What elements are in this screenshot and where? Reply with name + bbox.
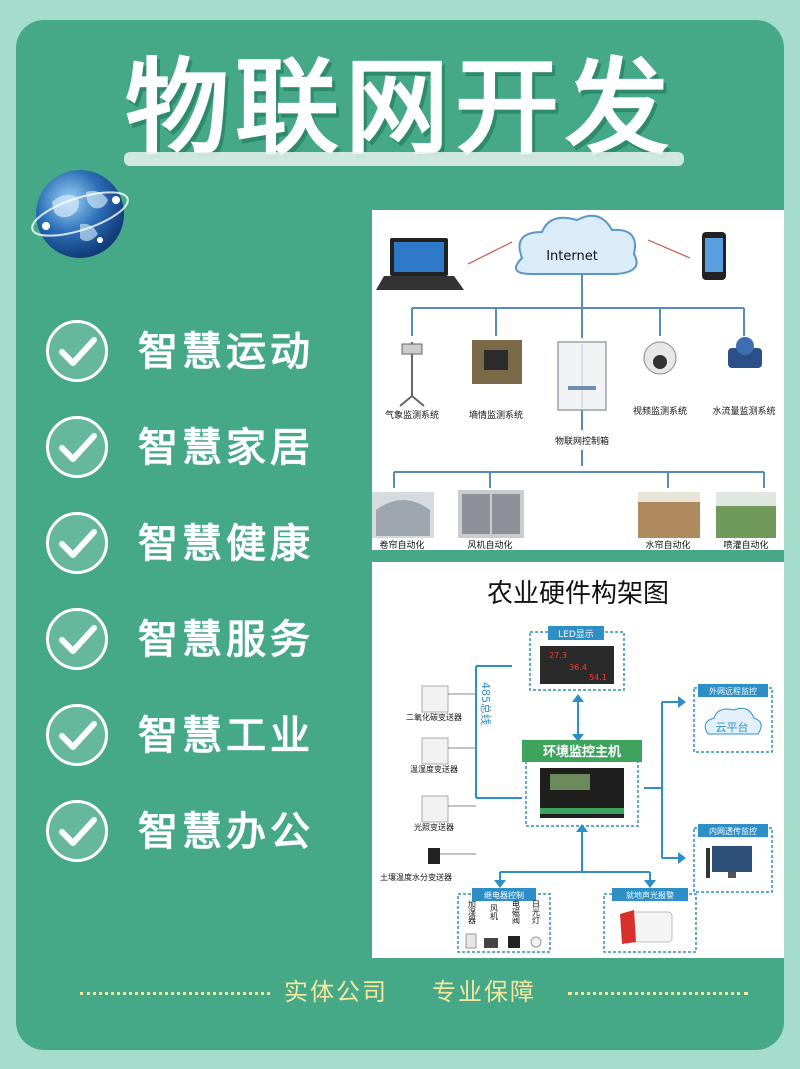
- intranet-label: 内网透传监控: [709, 826, 757, 836]
- title-underline: [124, 152, 684, 166]
- feature-item: 智慧运动: [46, 320, 366, 390]
- sensor-icon: [421, 737, 476, 765]
- automation-label: 卷帘自动化: [379, 539, 424, 550]
- feature-item: 智慧工业: [46, 704, 366, 774]
- feature-label: 智慧工业: [138, 713, 314, 759]
- globe-icon: [31, 170, 129, 258]
- feature-item: 智慧健康: [46, 512, 366, 582]
- check-icon: [46, 512, 108, 574]
- hardware-diagram: 农业硬件构架图 LED显示 27.3 36.4 54.1 485总线: [380, 579, 773, 953]
- alarm-icon: [620, 910, 673, 944]
- fan-icon: [458, 490, 524, 538]
- feature-label: 智慧办公: [138, 809, 314, 855]
- footer-right-text: 专业保障: [432, 978, 536, 1006]
- feature-label: 智慧健康: [138, 521, 314, 567]
- flow-meter-icon: [728, 337, 762, 368]
- laptop-icon: [376, 238, 464, 290]
- footer-divider: [568, 992, 748, 995]
- alarm-label: 就地声光报警: [626, 890, 674, 900]
- relay-item: 电磁阀: [512, 899, 521, 925]
- relay-label: 继电器控制: [484, 890, 524, 900]
- network-diagram: Internet: [372, 214, 776, 551]
- automation-label: 风机自动化: [467, 539, 512, 550]
- check-icon: [46, 704, 108, 766]
- internet-cloud-icon: [514, 214, 638, 275]
- feature-label: 智慧服务: [138, 617, 314, 663]
- system-label: 视频监测系统: [633, 405, 687, 417]
- soil-sensor-icon: [472, 340, 522, 384]
- sensor-icon: [421, 685, 476, 713]
- relay-item: 加湿器: [468, 899, 477, 925]
- controller-label: 物联网控制箱: [555, 435, 609, 447]
- led-value: 54.1: [589, 673, 607, 682]
- bus-label: 485总线: [479, 682, 493, 725]
- host-label: 环境监控主机: [543, 744, 621, 760]
- led-value: 36.4: [569, 663, 587, 672]
- sensor-label: 土壤温度水分变送器: [380, 872, 452, 882]
- system-label: 气象监测系统: [385, 409, 439, 421]
- sensor-label: 温湿度变送器: [410, 764, 458, 774]
- controller-board-icon: [540, 768, 624, 818]
- relay-devices-icon: [465, 933, 542, 949]
- feature-item: 智慧家居: [46, 416, 366, 486]
- cloud-platform-icon: [704, 707, 762, 735]
- weather-station-icon: [399, 342, 425, 407]
- cloud-platform-label: 云平台: [716, 720, 749, 734]
- automation-label: 喷灌自动化: [723, 539, 768, 550]
- system-label: 水流量监测系统: [712, 405, 775, 417]
- led-label: LED显示: [558, 629, 594, 640]
- cloud-label: Internet: [546, 249, 598, 264]
- control-cabinet-icon: [557, 341, 607, 411]
- led-display-icon: 27.3 36.4 54.1: [540, 646, 614, 684]
- feature-item: 智慧办公: [46, 800, 366, 870]
- greenhouse-roll-icon: [372, 492, 434, 538]
- check-icon: [46, 800, 108, 862]
- footer-divider: [80, 992, 270, 995]
- hardware-diagram-panel: 农业硬件构架图 LED显示 27.3 36.4 54.1 485总线: [372, 562, 784, 958]
- network-diagram-panel: Internet: [372, 210, 784, 551]
- feature-label: 智慧运动: [138, 329, 314, 375]
- soil-probe-icon: [428, 848, 476, 864]
- sensor-label: 二氧化碳变送器: [406, 712, 462, 722]
- poster-card: 物联网开发 智慧运动 智慧家居: [16, 20, 784, 1050]
- page-title: 物联网开发: [124, 47, 675, 169]
- remote-label: 外网远程监控: [709, 686, 757, 696]
- led-value: 27.3: [549, 651, 567, 660]
- relay-item: 风机: [490, 904, 499, 921]
- sensor-label: 光照变送器: [414, 822, 454, 832]
- monitor-icon: [706, 846, 752, 878]
- check-icon: [46, 608, 108, 670]
- check-icon: [46, 416, 108, 478]
- water-curtain-icon: [638, 492, 700, 538]
- camera-icon: [643, 341, 677, 375]
- sprinkler-icon: [716, 492, 776, 538]
- feature-label: 智慧家居: [138, 425, 314, 471]
- system-label: 墒情监测系统: [469, 409, 523, 421]
- feature-item: 智慧服务: [46, 608, 366, 678]
- automation-label: 水帘自动化: [645, 539, 690, 550]
- footer-left-text: 实体公司: [284, 978, 388, 1006]
- sensor-icon: [421, 795, 476, 823]
- relay-item: 日光灯: [532, 900, 541, 925]
- diagram-title: 农业硬件构架图: [487, 579, 669, 609]
- check-icon: [46, 320, 108, 382]
- phone-icon: [702, 232, 726, 280]
